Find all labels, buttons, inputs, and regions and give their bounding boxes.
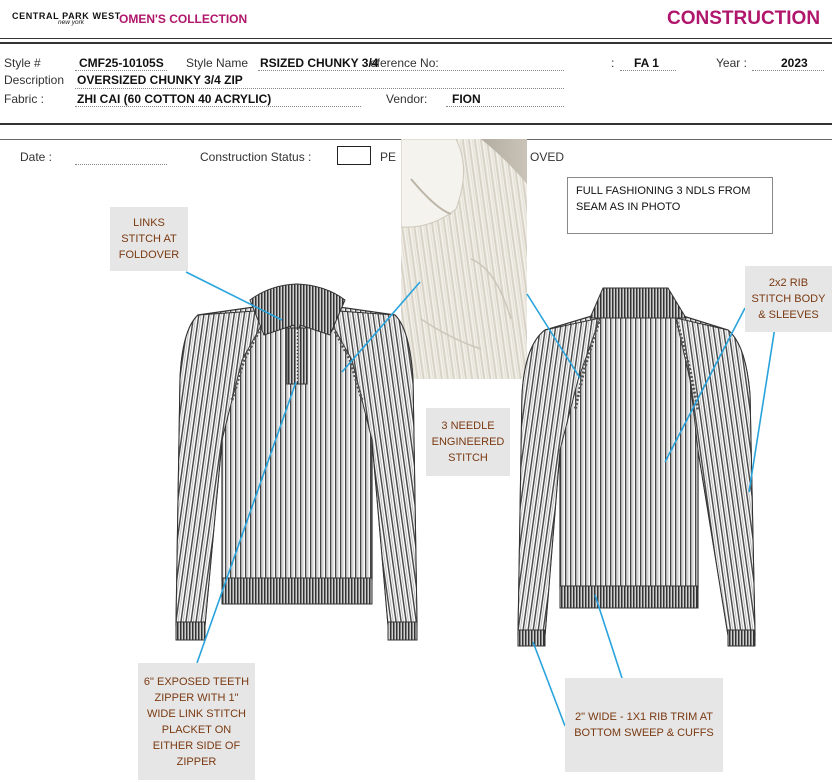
spec-divider — [0, 123, 832, 125]
leader-rib-body — [664, 307, 746, 463]
callout-zipper-line-2: ZIPPER WITH 1" — [154, 691, 239, 704]
callout-links-line-3: FOLDOVER — [118, 249, 180, 261]
description-label: Description — [4, 73, 65, 87]
callout-needle-stitch: 3 NEEDLE ENGINEERED STITCH — [426, 408, 510, 476]
collection-title: OMEN'S COLLECTION — [119, 12, 248, 26]
callout-zipper-line-3: WIDE LINK STITCH — [146, 707, 246, 720]
fabric-line — [75, 106, 361, 107]
callout-zipper: 6" EXPOSED TEETH ZIPPER WITH 1" WIDE LIN… — [138, 663, 255, 780]
callout-needle-line-2: ENGINEERED — [431, 436, 505, 448]
callout-links-line-2: STITCH AT — [121, 233, 177, 245]
front-left-cuff — [175, 621, 206, 641]
style-name-label: Style Name — [186, 56, 249, 70]
style-no-line — [75, 70, 167, 71]
back-right-cuff — [727, 629, 756, 647]
construction-status-label: Construction Status : — [200, 150, 312, 164]
description-value: OVERSIZED CHUNKY 3/4 ZIP — [77, 73, 243, 87]
status-option-right: OVED — [530, 150, 565, 164]
status-checkbox[interactable] — [337, 146, 371, 165]
brand-logo: CENTRAL PARK WEST — [12, 11, 121, 21]
reference-label: eference No: — [370, 56, 439, 70]
year-line — [752, 70, 824, 71]
callout-trim-line-2: BOTTOM SWEEP & CUFFS — [574, 727, 714, 739]
knit-photo-image — [401, 139, 527, 379]
year-value: 2023 — [781, 56, 808, 70]
leader-photo-back — [526, 293, 581, 379]
date-label: Date : — [20, 150, 53, 164]
style-name-line — [258, 70, 564, 71]
callout-zipper-line-6: ZIPPER — [176, 755, 217, 768]
season-separator: : — [611, 56, 615, 70]
header-divider-double — [0, 42, 832, 44]
season-line — [620, 70, 676, 71]
leader-trim-cuff — [532, 641, 566, 727]
callout-links-stitch: LINKS STITCH AT FOLDOVER — [110, 207, 188, 271]
vendor-line — [446, 106, 564, 107]
date-line — [75, 164, 167, 165]
callout-links-line-1: LINKS — [133, 217, 165, 229]
callout-leader-lines — [185, 271, 779, 727]
front-left-sleeve — [175, 309, 271, 626]
callout-rib-stitch: 2x2 RIB STITCH BODY & SLEEVES — [745, 266, 832, 332]
callout-full-fashioning: FULL FASHIONING 3 NDLS FROM SEAM AS IN P… — [567, 177, 773, 234]
callout-rib-line-2: STITCH BODY — [751, 293, 826, 305]
callout-rib-trim: 2" WIDE - 1X1 RIB TRIM AT BOTTOM SWEEP &… — [565, 678, 723, 772]
callout-zipper-line-1: 6" EXPOSED TEETH — [143, 675, 250, 688]
front-bottom-band — [221, 577, 373, 605]
back-collar — [589, 287, 687, 319]
front-sweater-flat — [175, 283, 418, 641]
front-right-sleeve — [323, 309, 418, 626]
callout-fashioning-line-1: FULL FASHIONING 3 NDLS FROM — [576, 185, 751, 197]
back-left-sleeve — [517, 317, 601, 636]
front-right-cuff — [387, 621, 418, 641]
leader-trim-sweep — [594, 594, 623, 679]
brand-subtitle: new york — [58, 19, 85, 26]
callout-rib-line-3: & SLEEVES — [758, 309, 819, 321]
back-sweater-flat — [517, 287, 756, 647]
callout-needle-line-3: STITCH — [448, 452, 488, 464]
page-title: CONSTRUCTION — [667, 8, 821, 29]
style-name-value: RSIZED CHUNKY 3/4 — [260, 56, 379, 70]
leader-links-stitch — [185, 271, 283, 321]
style-no-label: Style # — [4, 56, 41, 70]
callout-rib-line-1: 2x2 RIB — [768, 277, 809, 289]
vendor-value: FION — [452, 92, 481, 106]
description-line — [75, 88, 564, 89]
knit-detail-photo — [401, 139, 527, 379]
year-label: Year : — [716, 56, 747, 70]
vendor-label: Vendor: — [386, 92, 428, 106]
leader-rib-sleeve — [748, 307, 779, 493]
leader-photo-front — [341, 281, 421, 373]
callout-zipper-line-4: PLACKET ON — [161, 723, 232, 736]
status-option-left: PE — [380, 150, 397, 164]
callout-fashioning-line-2: SEAM AS IN PHOTO — [576, 201, 681, 213]
back-left-cuff — [517, 629, 546, 647]
callout-zipper-line-5: EITHER SIDE OF — [152, 739, 241, 752]
header-divider — [0, 38, 832, 39]
fabric-label: Fabric : — [4, 92, 45, 106]
callout-needle-line-1: 3 NEEDLE — [441, 420, 495, 432]
callout-trim-line-1: 2" WIDE - 1X1 RIB TRIM AT — [575, 711, 713, 723]
style-no-value: CMF25-10105S — [79, 56, 164, 70]
front-collar — [249, 283, 346, 341]
season-value: FA 1 — [634, 56, 659, 70]
back-bottom-band — [559, 585, 699, 609]
fabric-value: ZHI CAI (60 COTTON 40 ACRYLIC) — [77, 92, 272, 106]
leader-zipper — [196, 381, 297, 664]
